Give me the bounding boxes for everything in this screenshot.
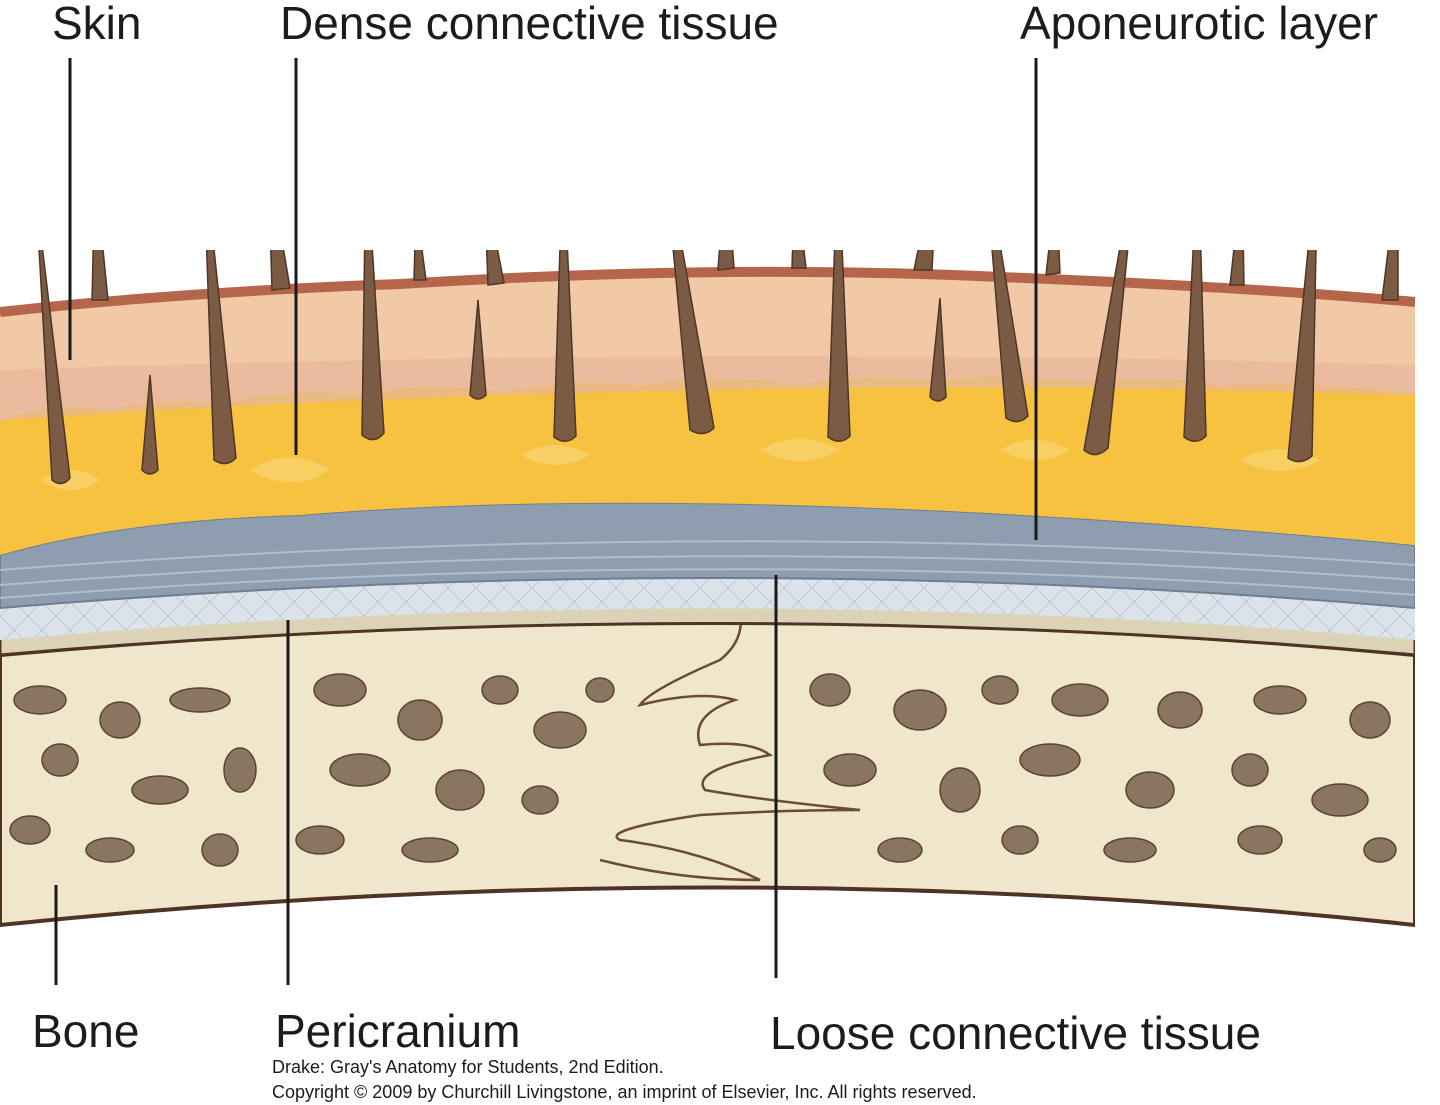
label-dense-connective-tissue: Dense connective tissue [280, 0, 779, 49]
label-bone: Bone [32, 1005, 140, 1057]
loose-tissue-hatching [0, 575, 1415, 640]
label-pericranium: Pericranium [275, 1005, 521, 1057]
hair-shafts [38, 250, 1399, 485]
epidermis [0, 266, 1415, 317]
bone-layer [0, 620, 1415, 928]
suture-line [599, 611, 861, 882]
bone-pores [9, 673, 1397, 867]
label-loose-connective-tissue: Loose connective tissue [770, 1007, 1261, 1059]
fat-lobules [40, 439, 1320, 490]
label-aponeurotic-layer: Aponeurotic layer [1020, 0, 1378, 49]
leader-lines [54, 58, 1038, 985]
credit-line-2: Copyright © 2009 by Churchill Livingston… [272, 1082, 977, 1102]
credit-line-1: Drake: Gray's Anatomy for Students, 2nd … [272, 1057, 664, 1077]
label-skin: Skin [52, 0, 142, 49]
dense-connective-tissue-layer [0, 375, 1415, 555]
aponeurosis-fibers [0, 540, 1415, 599]
